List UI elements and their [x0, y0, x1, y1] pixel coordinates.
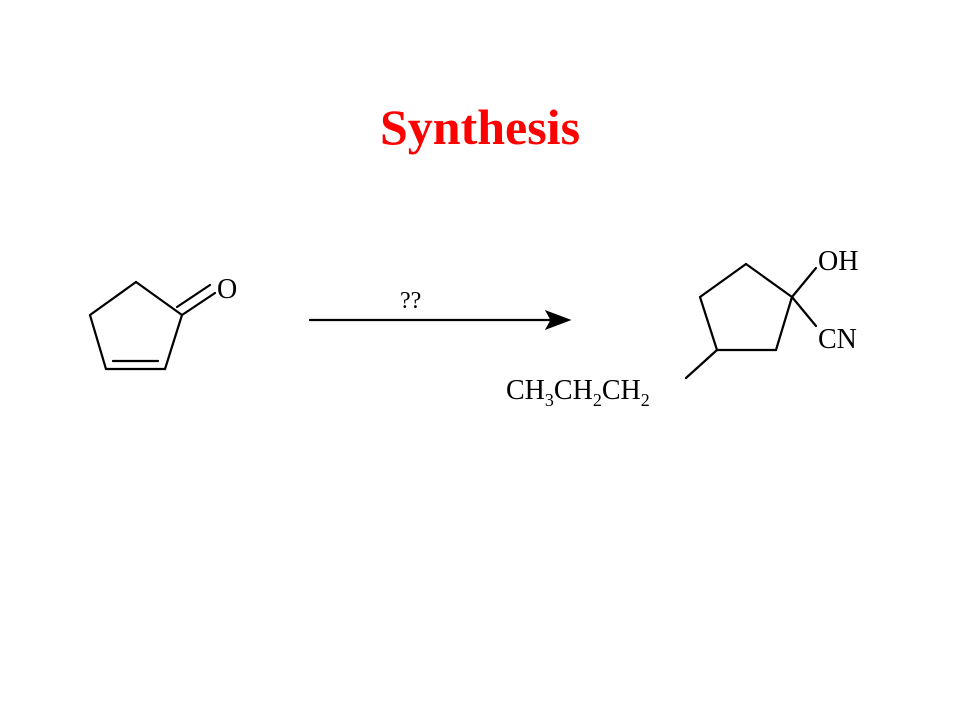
propyl-bond — [684, 348, 719, 380]
ring-bond-c2-c1 — [134, 280, 184, 317]
ring-bond-e-a — [744, 262, 794, 299]
slide-title: Synthesis — [379, 99, 581, 155]
ring-bond-c1-c5 — [88, 280, 138, 317]
carbonyl-oxygen-label: O — [217, 274, 237, 305]
arrow-head — [544, 310, 572, 330]
reagent-label: ?? — [400, 288, 421, 314]
ring-bond-a-b — [698, 262, 748, 299]
propyl-group-label: CH3CH2CH2 — [506, 375, 650, 410]
carbonyl-bond-2 — [175, 283, 212, 309]
starting-material-structure: O — [88, 274, 237, 371]
hydroxyl-label: OH — [818, 246, 858, 277]
ring-bond-c5-c4 — [88, 313, 108, 371]
hydroxyl-bond — [790, 266, 818, 299]
nitrile-bond — [790, 295, 818, 328]
ring-bond-d-e — [774, 295, 794, 352]
ring-bond-c3-c2 — [163, 313, 184, 371]
reaction-arrow: ?? — [308, 288, 572, 330]
ring-bond-b-c — [698, 295, 719, 352]
carbonyl-bond-1 — [180, 291, 217, 317]
nitrile-label: CN — [818, 324, 857, 355]
product-structure: OH CN CH3CH2CH2 — [506, 246, 858, 410]
